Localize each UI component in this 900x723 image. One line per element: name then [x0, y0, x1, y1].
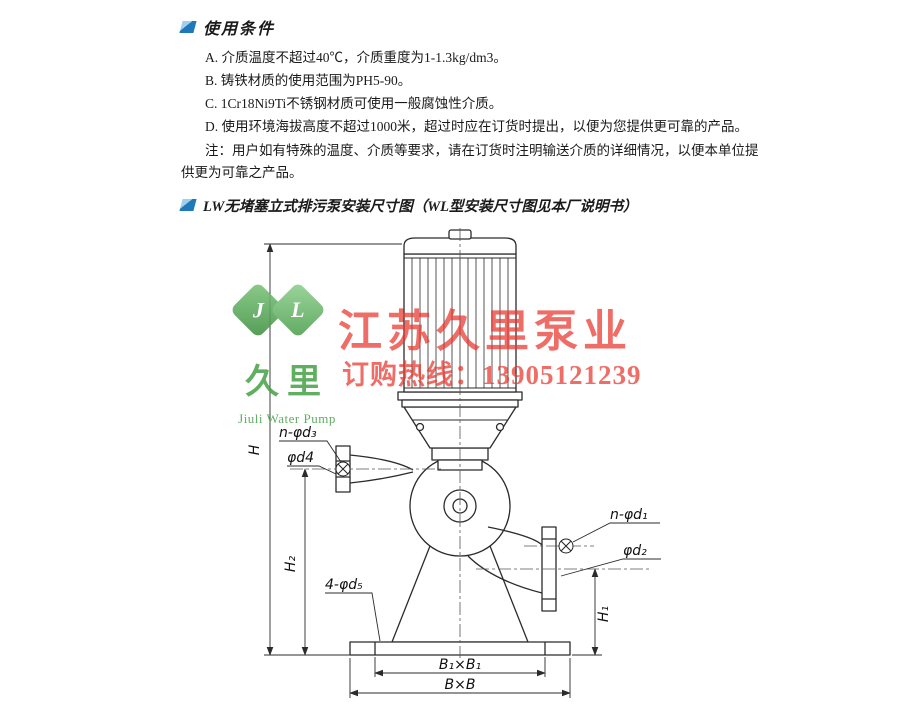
leader-d4 — [287, 465, 337, 475]
dim-label-B1: B₁×B₁ — [439, 657, 481, 673]
section-flag-icon — [179, 199, 197, 211]
suction-pipe-bottom — [349, 471, 414, 484]
leader-d5 — [325, 592, 381, 642]
dim-label-B: B×B — [445, 677, 476, 693]
usage-items: A. 介质温度不超过40℃，介质重度为1-1.3kg/dm3。 B. 铸铁材质的… — [181, 46, 766, 138]
usage-item-d: D. 使用环境海拔高度不超过1000米，超过时应在订货时提出，以便为您提供更可靠… — [205, 119, 748, 134]
usage-item-a: A. 介质温度不超过40℃，介质重度为1-1.3kg/dm3。 — [205, 50, 507, 65]
label-d5: 4-φd₅ — [325, 577, 363, 593]
dim-label-H1: H₁ — [596, 606, 612, 622]
document-content: 使用条件 A. 介质温度不超过40℃，介质重度为1-1.3kg/dm3。 B. … — [179, 16, 766, 224]
pump-outline — [335, 229, 571, 656]
usage-item-b: B. 铸铁材质的使用范围为PH5-90。 — [205, 73, 412, 88]
label-n-d3: n-φd₃ — [279, 425, 317, 441]
leader-d2 — [560, 558, 661, 577]
usage-item-c: C. 1Cr18Ni9Ti不锈钢材质可使用一般腐蚀性介质。 — [205, 96, 503, 111]
bolt-hole-symbols — [335, 461, 574, 554]
dim-label-H: H — [247, 444, 263, 455]
usage-section-title: 使用条件 — [203, 21, 276, 38]
install-section-title: LW无堵塞立式排污泵安装尺寸图（WL型安装尺寸图见本厂说明书） — [203, 198, 638, 215]
discharge-elbow-bottom — [467, 555, 543, 594]
leader-n-d3 — [279, 440, 342, 463]
label-d4: φd4 — [287, 450, 314, 466]
pump-dimension-drawing: H H₂ H₁ B₁×B₁ B×B n-φd₃ φd4 4-φd₅ n-φd₁ … — [247, 228, 661, 698]
section-flag-icon — [179, 21, 197, 33]
install-section-header: LW无堵塞立式排污泵安装尺寸图（WL型安装尺寸图见本厂说明书） — [179, 194, 766, 216]
usage-section-header: 使用条件 — [179, 16, 766, 38]
dim-label-H2: H₂ — [283, 556, 299, 573]
dimension-labels: H H₂ H₁ B₁×B₁ B×B n-φd₃ φd4 4-φd₅ n-φd₁ … — [247, 425, 648, 693]
bracket-bolt-left — [415, 422, 425, 432]
usage-note: 注：用户如有特殊的温度、介质等要求，请在订货时注明输送介质的详细情况，以便本单位… — [181, 143, 759, 180]
discharge-elbow-top — [487, 526, 543, 546]
label-d2: φd₂ — [623, 543, 647, 559]
label-n-d1: n-φd₁ — [610, 507, 648, 523]
motor-ribs — [411, 258, 509, 388]
leader-n-d1 — [572, 522, 660, 543]
bracket-bolt-right — [495, 422, 505, 432]
suction-pipe-top — [349, 454, 414, 471]
